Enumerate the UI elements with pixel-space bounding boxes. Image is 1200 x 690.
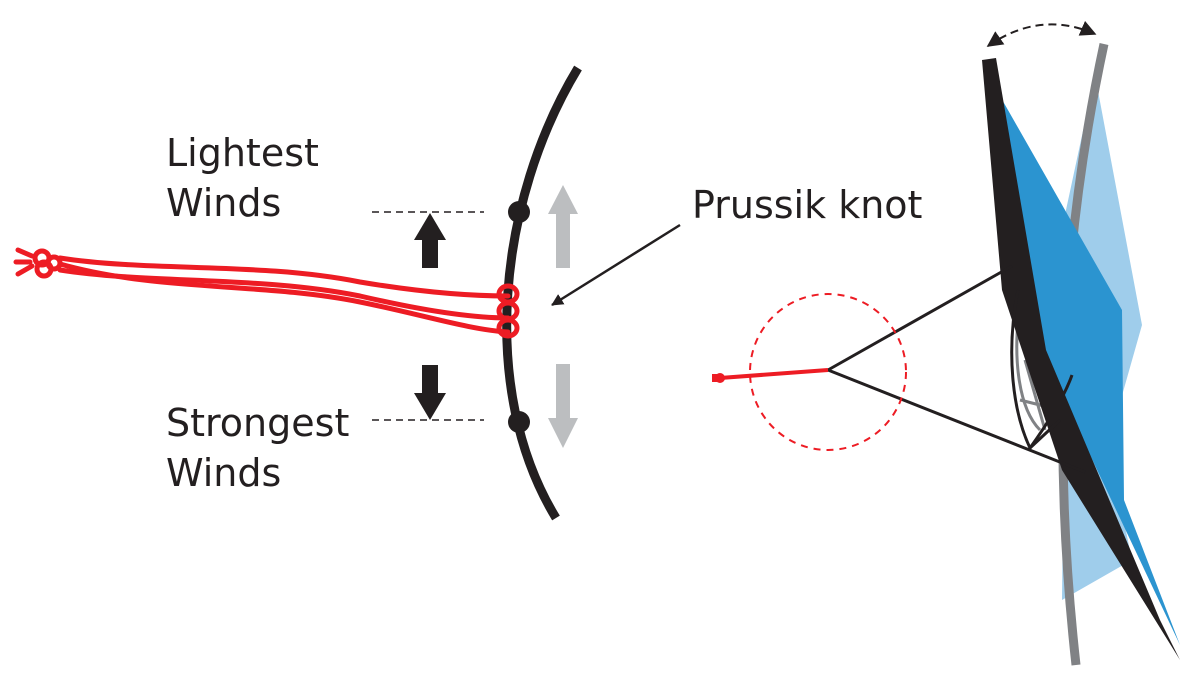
up-arrow-black [414,213,446,268]
down-arrow-gray [548,364,578,448]
strongest-winds-line2: Winds [166,451,282,495]
prussik-knot-label: Prussik knot [692,183,923,227]
prussik-knot [496,283,520,339]
strongest-position-dot [508,411,530,433]
down-arrow-black [414,365,446,420]
lightest-winds-line2: Winds [166,181,282,225]
kite-towline [719,368,829,380]
lightest-position-dot [508,201,530,223]
sail [988,75,1180,645]
bridle-lines [827,264,1086,474]
prussik-pointer-arrow [551,223,681,307]
spine [982,58,1180,660]
strongest-winds-line1: Strongest [166,401,350,445]
towline-end-knot [13,247,63,279]
towline [57,255,511,335]
up-arrow-gray [548,185,578,268]
lightest-winds-line1: Lightest [166,131,319,175]
tow-point-swing-circle [749,293,907,451]
kite-towline-knot [712,373,725,383]
swing-double-arrow [986,20,1097,47]
